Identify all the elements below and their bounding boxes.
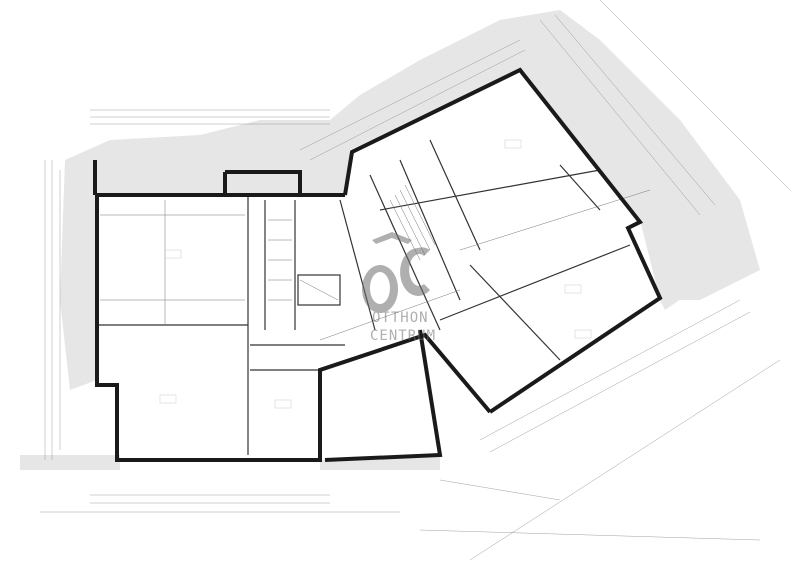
dimension-lines (40, 0, 791, 561)
room-label-marks (159, 139, 592, 409)
exterior-walls (93, 67, 663, 462)
svg-text:CENTRUM: CENTRUM (370, 328, 436, 344)
otthon-centrum-watermark: OTTHON CENTRUM (362, 232, 436, 344)
svg-text:OTTHON: OTTHON (372, 310, 429, 326)
interior-lines (97, 139, 651, 455)
terrain-shading (20, 10, 760, 470)
